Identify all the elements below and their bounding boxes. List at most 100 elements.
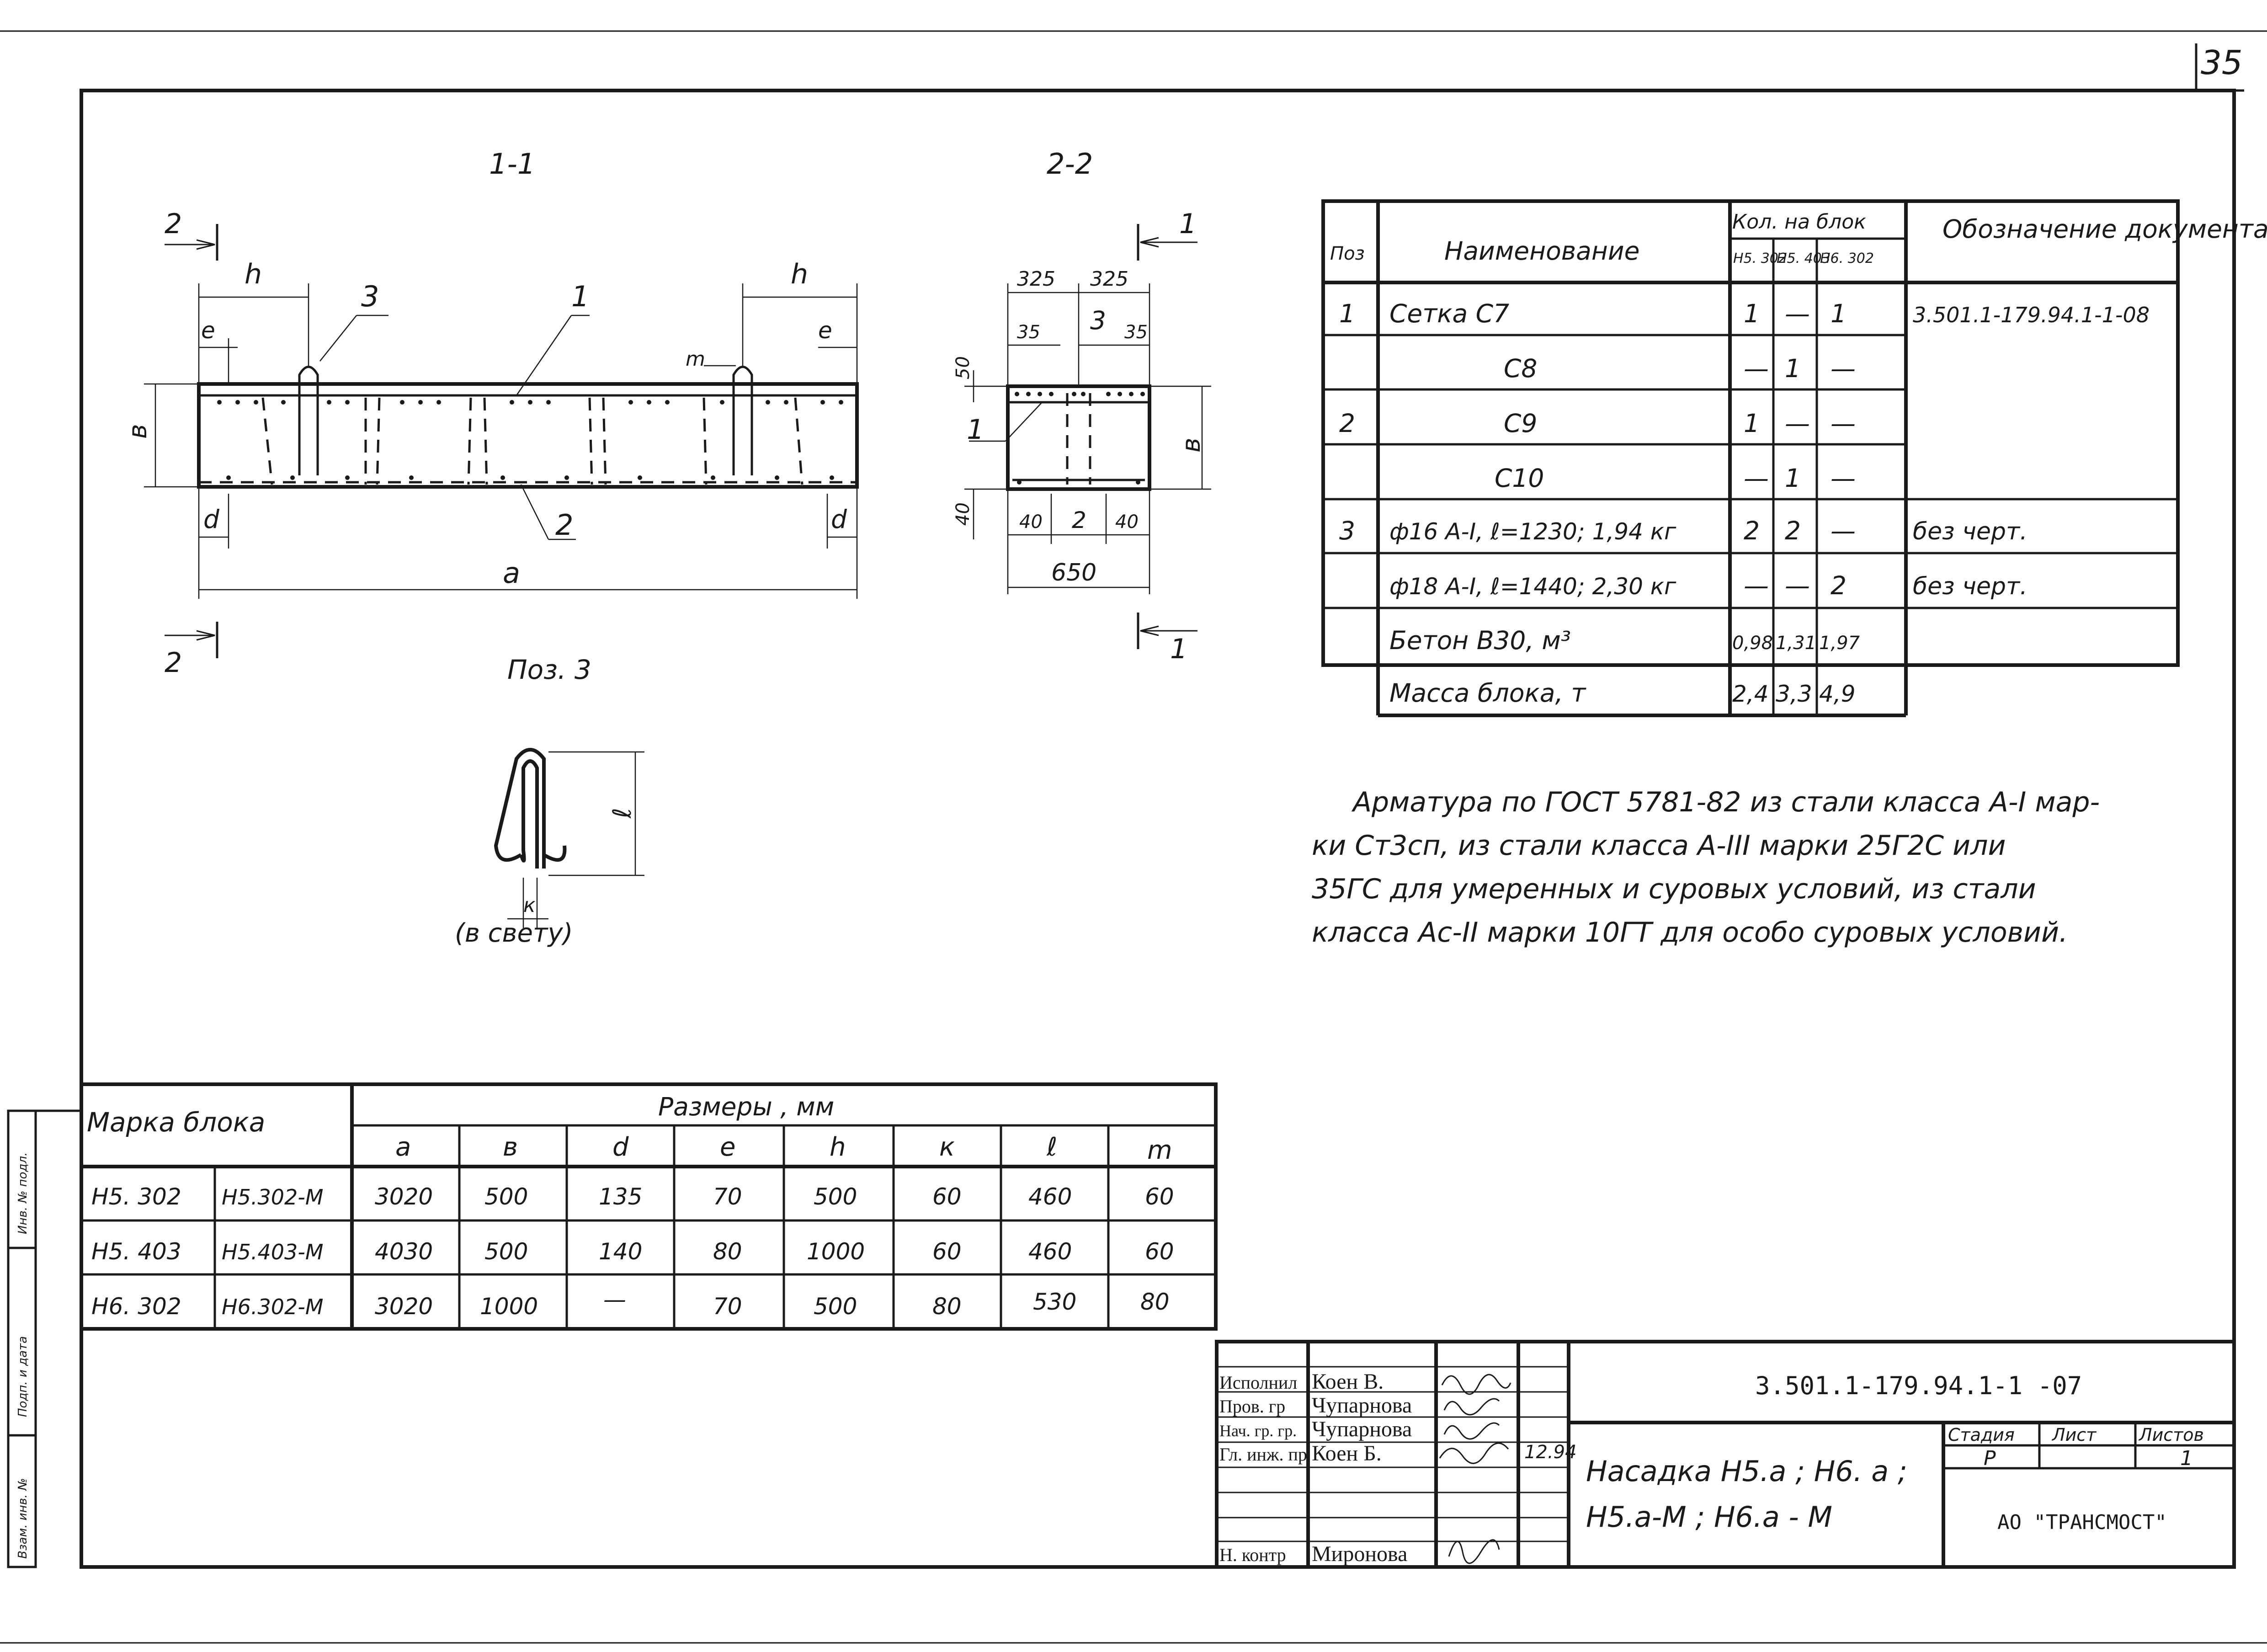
tb-role-7: Н. контр	[1219, 1545, 1286, 1565]
spec-header-qty: Кол. на блок	[1732, 210, 1866, 234]
spec-table: Поз Наименование Кол. на блок Н5. 302 Н5…	[1321, 199, 2267, 717]
pos-3-caption: Поз. 3	[507, 654, 591, 685]
dims-row-1-l: 460	[1028, 1183, 1072, 1210]
dim-40-right: 40	[1115, 512, 1139, 533]
dims-row-1-d: 135	[599, 1183, 642, 1210]
pos-1-label-section: 1	[967, 414, 984, 446]
reinforcement-note: Арматура по ГОСТ 5781-82 из стали класса…	[1312, 786, 2100, 949]
dim-m: m	[686, 347, 705, 371]
dims-row-2-b: 500	[484, 1238, 528, 1265]
spec-row-4-q2: 1	[1785, 464, 1801, 493]
side-stamp: Инв. № подл. Подп. и дата Взам. инв. №	[7, 1109, 81, 1568]
tb-name-7: Миронова	[1312, 1542, 1407, 1566]
dims-row-3-b: 1000	[480, 1293, 538, 1320]
rebar-dots	[217, 400, 843, 480]
stamp-sign-date: Подп. и дата	[16, 1336, 30, 1417]
pos-2-label-section: 2	[1072, 507, 1086, 533]
signature-4	[1439, 1442, 1509, 1464]
dims-row-2-h: 1000	[807, 1238, 865, 1265]
dim-35-left: 35	[1017, 322, 1040, 343]
tb-date: 12.94	[1524, 1442, 1577, 1463]
cut-mark-1-bottom: 1	[1170, 633, 1187, 665]
dims-header-sizes: Размеры , мм	[658, 1092, 834, 1121]
dims-row-3-mark-m: Н6.302-М	[222, 1295, 324, 1319]
spec-row-4-name: С10	[1495, 464, 1544, 493]
signature-1	[1441, 1374, 1511, 1395]
pos-2-label: 2	[555, 508, 573, 542]
spec-row-7-q2: 1,31	[1776, 633, 1816, 654]
main-frame	[80, 89, 2236, 1569]
spec-row-5-name: ф16 А-I, ℓ=1230; 1,94 кг	[1389, 518, 1676, 545]
signature-3	[1443, 1422, 1500, 1440]
tb-sheets-label: Листов	[2138, 1425, 2204, 1445]
dims-col-b: в	[503, 1132, 518, 1162]
tb-role-1: Исполнил	[1219, 1372, 1297, 1393]
dim-d-right: d	[831, 505, 847, 534]
dims-col-h: h	[830, 1132, 846, 1162]
spec-header-qty-3: Н6. 302	[1820, 250, 1874, 266]
spec-mass-q3: 4,9	[1819, 681, 1856, 707]
tb-role-4: Гл. инж. пр	[1219, 1444, 1307, 1465]
dim-40-vertical: 40	[953, 502, 974, 526]
spec-row-2-q3: —	[1831, 354, 1856, 383]
section-1-1-title: 1-1	[489, 147, 535, 181]
dims-row-1-mark: Н5. 302	[91, 1183, 181, 1210]
spec-row-4-q3: —	[1831, 464, 1856, 493]
dims-col-a: a	[395, 1132, 411, 1162]
dims-row-3-d: —	[603, 1286, 626, 1313]
dim-50: 50	[953, 356, 974, 379]
tb-name-4: Коен Б.	[1312, 1441, 1382, 1465]
spec-mass-q1: 2,4	[1732, 681, 1769, 707]
spec-row-2-q1: —	[1744, 354, 1769, 383]
title-block: Исполнил Пров. гр Нач. гр. гр. Гл. инж. …	[1215, 1340, 2236, 1569]
dim-a: a	[503, 556, 520, 590]
spec-row-5-doc: без черт.	[1913, 518, 2028, 545]
dim-35-right: 35	[1124, 322, 1148, 343]
dims-header-mark: Марка блока	[87, 1107, 265, 1138]
pos-3-label: 3	[361, 280, 379, 313]
dims-row-2-k: 60	[932, 1238, 962, 1265]
tb-name-3: Чупарнова	[1312, 1417, 1412, 1441]
cut-mark-1-top: 1	[1179, 208, 1197, 240]
spec-row-3-name: С9	[1504, 409, 1537, 438]
dims-row-3-m: 80	[1140, 1289, 1170, 1315]
pos-3-detail: Поз. 3 ℓ к (в свету)	[455, 654, 644, 948]
sheet-number: 35	[2201, 43, 2243, 82]
dims-row-1-e: 70	[713, 1183, 742, 1210]
dims-col-l: ℓ	[1046, 1132, 1057, 1162]
dims-row-1-mark-m: Н5.302-М	[222, 1185, 324, 1210]
dims-row-2-mark: Н5. 403	[91, 1238, 181, 1265]
spec-row-6-q3: 2	[1831, 571, 1847, 600]
dim-e-right: e	[818, 317, 832, 344]
dim-h-right: h	[791, 258, 808, 290]
tb-title-line-1: Насадка Н5.а ; Н6. а ;	[1586, 1455, 1907, 1488]
spec-row-1-name: Сетка С7	[1389, 299, 1509, 328]
section-2-2-view: 2-2 1 1 325 325 35 35	[953, 147, 1211, 665]
dim-b-section: в	[1176, 438, 1206, 453]
section-1-1-view: 1-1 2 2	[123, 147, 859, 679]
spec-row-6-name: ф18 А-I, ℓ=1440; 2,30 кг	[1389, 573, 1676, 600]
dims-row-2-a: 4030	[375, 1238, 433, 1265]
tb-name-1: Коен В.	[1312, 1370, 1384, 1394]
spec-row-6-q2: —	[1785, 571, 1810, 600]
dim-650: 650	[1051, 559, 1096, 586]
spec-header-doc: Обозначение документа	[1942, 214, 2267, 244]
note-line-4: класса Ас-II марки 10ГТ для особо суровы…	[1312, 917, 2068, 949]
cut-mark-2-bottom: 2	[165, 647, 182, 679]
spec-row-5-q3: —	[1831, 516, 1856, 545]
dims-col-k: к	[939, 1132, 955, 1162]
pos-3-dim-k: к	[523, 894, 536, 917]
dims-col-d: d	[612, 1132, 629, 1162]
dims-row-1-m: 60	[1145, 1183, 1174, 1210]
note-line-1: Арматура по ГОСТ 5781-82 из стали класса…	[1351, 786, 2100, 818]
spec-row-6-doc: без черт.	[1913, 573, 2028, 600]
dims-row-1-b: 500	[484, 1183, 528, 1210]
tb-org: АО "ТРАНСМОСТ"	[1997, 1511, 2167, 1534]
spec-header-qty-1: Н5. 302	[1733, 250, 1787, 266]
spec-row-1-q3: 1	[1831, 299, 1847, 328]
spec-row-3-q2: —	[1785, 409, 1810, 438]
tb-name-2: Чупарнова	[1312, 1393, 1412, 1418]
dims-row-2-m: 60	[1145, 1238, 1174, 1265]
spec-row-5-pos: 3	[1339, 516, 1355, 545]
